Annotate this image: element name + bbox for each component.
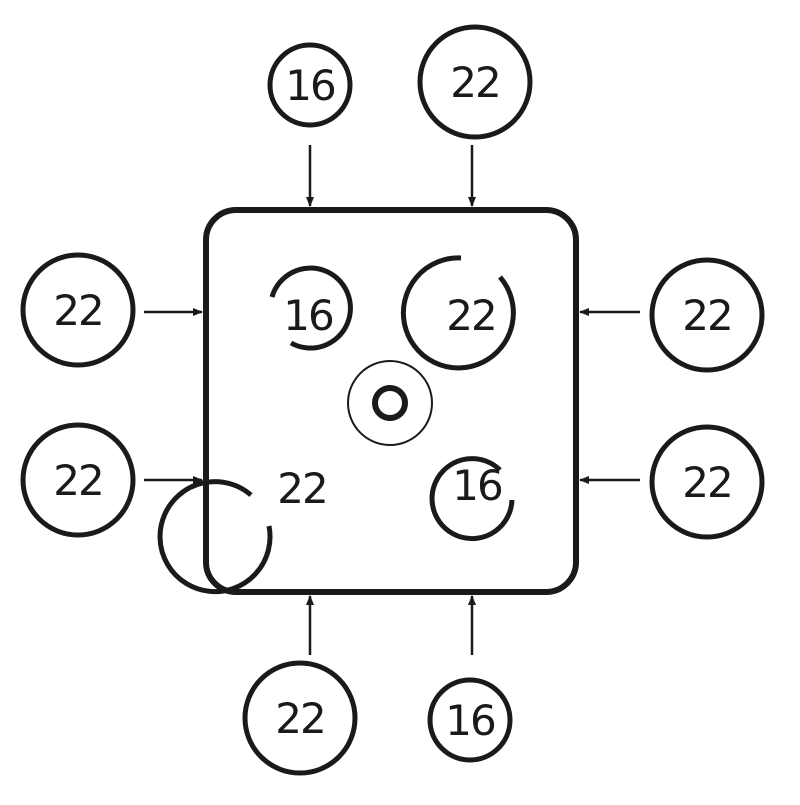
inner-label-top-left: 16	[283, 291, 333, 340]
connector-housing	[203, 207, 579, 595]
outer-label-left-lower: 22	[53, 456, 102, 505]
outer-callout-left-lower: 22	[20, 422, 136, 538]
outer-label-top-right: 22	[450, 58, 499, 107]
outer-label-bottom-left: 22	[275, 694, 324, 743]
outer-callout-left-upper: 22	[20, 252, 136, 368]
center-outer-ring	[347, 360, 433, 446]
inner-contact-bottom-right: 16	[429, 456, 515, 542]
inner-contact-bottom-left: 22	[157, 464, 329, 595]
outer-label-left-upper: 22	[53, 286, 102, 335]
inner-label-bottom-right: 16	[452, 461, 502, 510]
outer-callout-bottom-left: 22	[242, 660, 358, 776]
inner-label-bottom-left: 22	[277, 464, 326, 513]
outer-label-bottom-right: 16	[445, 696, 495, 745]
center-pin	[372, 385, 408, 421]
outer-label-right-upper: 22	[682, 291, 731, 340]
outer-callout-right-upper: 22	[649, 257, 765, 373]
inner-contact-top-right: 22	[400, 255, 516, 371]
outer-callout-bottom-right: 16	[427, 677, 513, 763]
outer-label-right-lower: 22	[682, 458, 731, 507]
outer-label-top-left: 16	[285, 61, 335, 110]
outer-callout-top-left: 16	[267, 42, 353, 128]
outer-callout-right-lower: 22	[649, 424, 765, 540]
outer-callout-top-right: 22	[417, 24, 533, 140]
inner-contact-top-left: 16	[269, 265, 353, 351]
inner-label-top-right: 22	[446, 291, 495, 340]
